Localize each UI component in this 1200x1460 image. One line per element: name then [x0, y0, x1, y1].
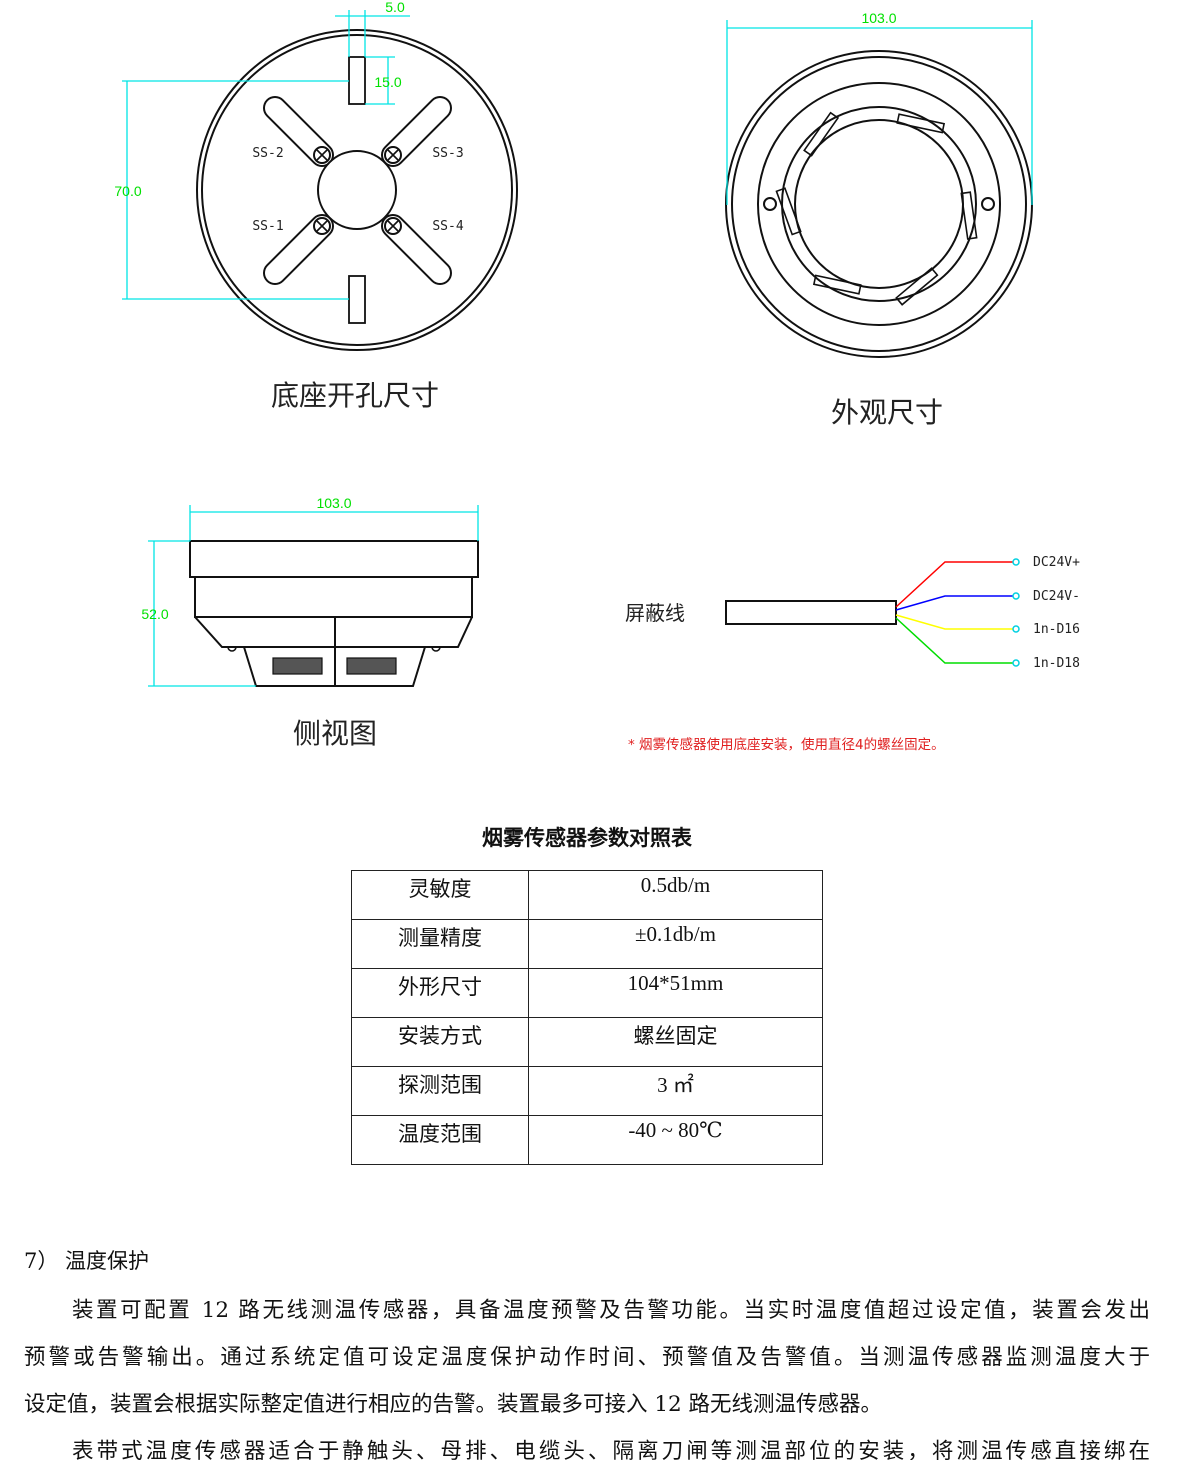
wire-yellow: [895, 614, 1013, 630]
param-name: 灵敏度: [351, 870, 529, 920]
paragraph-line: 设定值，装置会根据实际整定值进行相应的告警。装置最多可接入 12 路无线测温传感…: [24, 1392, 883, 1417]
paragraph-line: 表带式温度传感器适合于静触头、母排、电缆头、隔离刀闸等测温部位的安装，将测温传感…: [72, 1439, 1150, 1460]
param-value: 104*51mm: [528, 968, 823, 1018]
installation-note: * 烟雾传感器使用底座安装，使用直径4的螺丝固定。: [628, 737, 945, 753]
param-value: 0.5db/m: [528, 870, 823, 920]
outer-drawing: [725, 50, 1033, 358]
wires: [895, 558, 1020, 667]
slot-length-dim: 15.0: [374, 74, 401, 90]
terminal-label: SS-1: [252, 219, 283, 234]
wire-red: [895, 561, 1013, 608]
side-dimension-lines: [148, 505, 479, 687]
table-row: 温度范围-40 ~ 80℃: [351, 1115, 823, 1165]
base-dimension-lines: [122, 10, 410, 300]
table-title: 烟雾传感器参数对照表: [482, 826, 692, 850]
terminal-label: SS-4: [432, 219, 463, 234]
terminal-label: SS-3: [432, 146, 463, 161]
param-name: 探测范围: [351, 1066, 529, 1116]
hole-spacing-dim: 70.0: [114, 183, 141, 199]
cable-label: 屏蔽线: [625, 601, 685, 625]
terminal-label: SS-2: [252, 146, 283, 161]
outer-diameter-dim: 103.0: [861, 10, 896, 26]
base-caption: 底座开孔尺寸: [271, 379, 439, 412]
shielded-cable: [725, 600, 897, 625]
paragraph-line: 装置可配置 12 路无线测温传感器，具备温度预警及告警功能。当实时温度值超过设定…: [72, 1298, 1150, 1323]
wire-blue: [895, 595, 1013, 611]
param-value: 螺丝固定: [528, 1017, 823, 1067]
param-value: -40 ~ 80℃: [528, 1115, 823, 1165]
param-name: 外形尺寸: [351, 968, 529, 1018]
side-width-dim: 103.0: [316, 495, 351, 511]
param-value: 3 ㎡: [528, 1066, 823, 1116]
wire-label: DC24V+: [1033, 555, 1080, 570]
side-caption: 侧视图: [293, 717, 377, 750]
terminal-icons: [1012, 558, 1020, 667]
paragraph-line: 预警或告警输出。通过系统定值可设定温度保护动作时间、预警值及告警值。当测温传感器…: [24, 1345, 1150, 1370]
slot-width-dim: 5.0: [385, 0, 405, 15]
outer-caption: 外观尺寸: [831, 396, 943, 429]
wire-label: 1n-D18: [1033, 656, 1080, 671]
section-heading: 7） 温度保护: [24, 1249, 150, 1273]
wire-label: DC24V-: [1033, 589, 1080, 604]
base-drawing: [196, 29, 518, 351]
wire-label: 1n-D16: [1033, 622, 1080, 637]
table-row: 测量精度±0.1db/m: [351, 919, 823, 969]
technical-drawings: SS-2 SS-3 SS-1 SS-4 5.0 15.0 70.0 底座开孔尺寸: [114, 0, 1080, 750]
param-name: 测量精度: [351, 919, 529, 969]
param-name: 温度范围: [351, 1115, 529, 1165]
side-drawing: [189, 540, 479, 687]
param-name: 安装方式: [351, 1017, 529, 1067]
screw-icons: [313, 146, 402, 235]
wire-green: [895, 617, 1013, 664]
side-height-dim: 52.0: [141, 606, 168, 622]
param-value: ±0.1db/m: [528, 919, 823, 969]
table-row: 安装方式螺丝固定: [351, 1017, 823, 1067]
outer-dimension-lines: [726, 20, 1033, 205]
